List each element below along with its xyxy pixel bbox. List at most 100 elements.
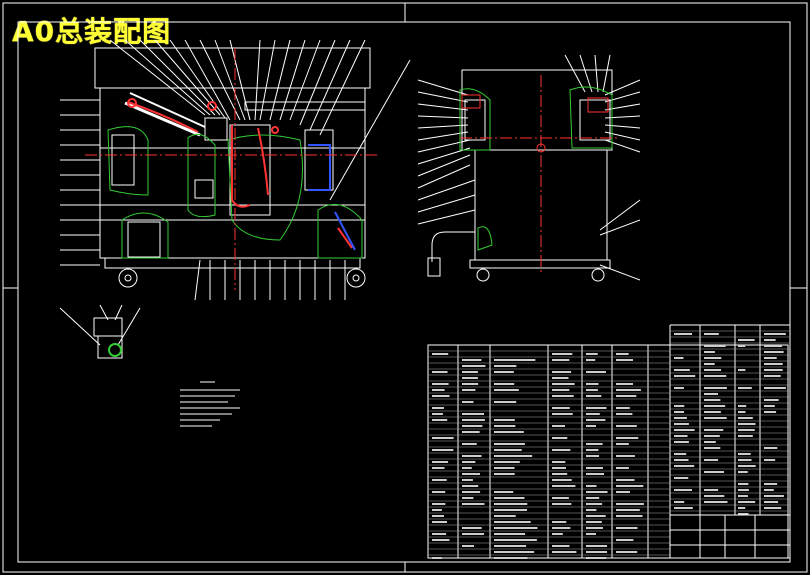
parts-list-cell-mark bbox=[494, 455, 533, 457]
parts-list-cell-mark bbox=[674, 357, 684, 359]
parts-list-cell-mark bbox=[764, 339, 776, 341]
parts-list-cell-mark bbox=[586, 389, 598, 391]
parts-list-cell-mark bbox=[704, 495, 725, 497]
parts-list-cell-mark bbox=[494, 497, 525, 499]
parts-list-cell-mark bbox=[552, 413, 573, 415]
parts-list-cell-mark bbox=[616, 503, 644, 505]
parts-list-cell-mark bbox=[616, 425, 637, 427]
parts-list-cell-mark bbox=[552, 485, 576, 487]
parts-list-cell-mark bbox=[738, 411, 746, 413]
parts-list-cell-mark bbox=[432, 509, 442, 511]
parts-list-cell-mark bbox=[738, 471, 748, 473]
parts-list-cell-mark bbox=[494, 467, 515, 469]
parts-list-cell-mark bbox=[738, 429, 755, 431]
parts-list-cell-mark bbox=[674, 411, 685, 413]
parts-list-cell-mark bbox=[552, 359, 570, 361]
parts-list-cell-mark bbox=[462, 455, 482, 457]
parts-list-cell-mark bbox=[494, 551, 535, 553]
parts-list-cell-mark bbox=[552, 371, 572, 373]
parts-list-cell-mark bbox=[586, 527, 603, 529]
parts-list-cell-mark bbox=[764, 507, 782, 509]
parts-list-cell-mark bbox=[586, 419, 606, 421]
parts-list-cell-mark bbox=[432, 449, 454, 451]
parts-list-cell-mark bbox=[494, 371, 514, 373]
parts-list-cell-mark bbox=[552, 395, 574, 397]
front-view-hydraulic bbox=[308, 144, 356, 251]
parts-list-cell-mark bbox=[586, 353, 598, 355]
parts-list-cell-mark bbox=[462, 479, 473, 481]
parts-list-cell-mark bbox=[674, 453, 687, 455]
parts-list-cell-mark bbox=[704, 333, 719, 335]
parts-list-cell-mark bbox=[616, 551, 638, 553]
parts-list-cell-mark bbox=[462, 389, 476, 391]
front-view-welds bbox=[107, 126, 363, 259]
parts-list-cell-mark bbox=[586, 485, 597, 487]
parts-list-cell-mark bbox=[674, 387, 684, 389]
side-view-centerlines bbox=[460, 75, 620, 272]
parts-list-cell-mark bbox=[674, 507, 693, 509]
parts-list-cell-mark bbox=[586, 503, 603, 505]
parts-list-cell-mark bbox=[704, 375, 727, 377]
parts-list-cell-mark bbox=[764, 483, 778, 485]
parts-list-cell-mark bbox=[764, 501, 779, 503]
parts-list-cell-mark bbox=[764, 333, 786, 335]
parts-list-cell-mark bbox=[552, 389, 570, 391]
parts-list-cell-mark bbox=[674, 423, 689, 425]
parts-list-cell-mark bbox=[552, 461, 566, 463]
parts-list-cell-mark bbox=[494, 509, 527, 511]
parts-list-cell-mark bbox=[432, 407, 444, 409]
parts-list-cell-mark bbox=[586, 533, 596, 535]
parts-list-cell-mark bbox=[704, 405, 726, 407]
parts-list-cell-mark bbox=[616, 479, 635, 481]
parts-list-cell-mark bbox=[704, 441, 716, 443]
parts-list-cell-mark bbox=[674, 459, 689, 461]
parts-list-cell-mark bbox=[704, 435, 720, 437]
parts-list-cell-mark bbox=[432, 533, 447, 535]
parts-list-cell-mark bbox=[704, 471, 725, 473]
parts-list-cell-mark bbox=[432, 395, 450, 397]
parts-list-cell-mark bbox=[616, 395, 637, 397]
parts-list-cell-mark bbox=[764, 387, 786, 389]
parts-list-cell-mark bbox=[738, 495, 748, 497]
parts-list-cell-mark bbox=[462, 365, 486, 367]
parts-list-cell-mark bbox=[552, 503, 572, 505]
parts-list-cell-mark bbox=[704, 393, 718, 395]
parts-list-cell-mark bbox=[738, 501, 756, 503]
parts-list-cell-mark bbox=[674, 435, 688, 437]
parts-list-cell-mark bbox=[674, 375, 696, 377]
parts-list-cell-mark bbox=[586, 407, 607, 409]
parts-list-cell-mark bbox=[616, 437, 639, 439]
parts-list-cell-mark bbox=[462, 503, 485, 505]
parts-list-cell-mark bbox=[616, 389, 641, 391]
parts-list-cell-mark bbox=[616, 515, 643, 517]
parts-list-cell-mark bbox=[586, 455, 599, 457]
parts-list-cell-mark bbox=[432, 437, 454, 439]
parts-list-cell-mark bbox=[432, 557, 442, 559]
parts-list-cell-mark bbox=[764, 495, 784, 497]
parts-list-cell-mark bbox=[432, 521, 447, 523]
parts-list-cell-mark bbox=[586, 557, 607, 559]
parts-list-cell-mark bbox=[552, 467, 566, 469]
parts-list-cell-mark bbox=[674, 429, 695, 431]
parts-list-cell-mark bbox=[494, 515, 516, 517]
parts-list-cell-mark bbox=[462, 383, 479, 385]
drawing-title: A0总装配图 bbox=[12, 15, 172, 48]
parts-list-cell-mark bbox=[462, 401, 474, 403]
parts-list-cell-mark bbox=[704, 459, 719, 461]
parts-list-cell-mark bbox=[552, 449, 571, 451]
parts-list-cell-mark bbox=[674, 477, 689, 479]
detail-view bbox=[59, 304, 141, 359]
parts-list-cell-mark bbox=[764, 345, 783, 347]
parts-list-cell-mark bbox=[764, 459, 776, 461]
parts-list-cell-mark bbox=[462, 491, 481, 493]
parts-list-cell-mark bbox=[704, 489, 719, 491]
parts-list-cell-mark bbox=[674, 501, 685, 503]
parts-list-cell-mark bbox=[494, 383, 515, 385]
parts-list-cell-mark bbox=[586, 443, 603, 445]
detail-weld bbox=[108, 343, 122, 357]
parts-list-cell-mark bbox=[462, 461, 476, 463]
parts-list-cell-mark bbox=[738, 339, 755, 341]
parts-list-cell-mark bbox=[552, 527, 571, 529]
parts-list-cell-mark bbox=[462, 485, 479, 487]
parts-list-cell-mark bbox=[738, 453, 751, 455]
